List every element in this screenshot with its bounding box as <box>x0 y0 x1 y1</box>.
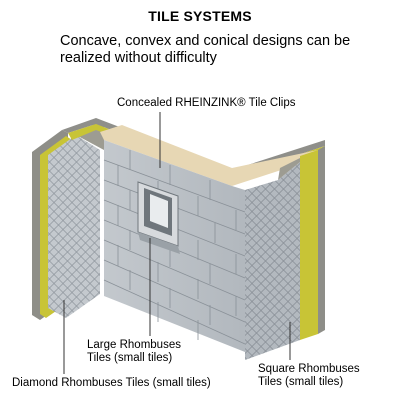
callout-leader-lines <box>63 112 291 374</box>
callout-square-line-1: Square Rhombuses <box>258 363 360 375</box>
top-insulation-band <box>62 118 325 186</box>
subtitle-line-2: realized without difficulty <box>60 50 217 66</box>
left-wall-diamond-tiles <box>48 135 100 318</box>
diagram-title: TILE SYSTEMS <box>148 8 252 24</box>
callout-large-line-1: Large Rhombuses <box>87 339 181 351</box>
callout-diamond-rhombuses: Diamond Rhombuses Tiles (small tiles) <box>12 377 211 389</box>
callout-large-line-2: Tiles (small tiles) <box>87 352 173 364</box>
right-wall-section <box>245 146 325 360</box>
subtitle-line-1: Concave, convex and conical designs can … <box>60 33 351 49</box>
callout-square-line-2: Tiles (small tiles) <box>258 376 344 388</box>
callout-square-rhombuses: Square Rhombuses Tiles (small tiles) <box>258 363 360 389</box>
left-wall-section <box>32 120 104 320</box>
right-wall-diamond-tiles <box>245 162 300 360</box>
diagram-subtitle: Concave, convex and conical designs can … <box>60 33 380 67</box>
right-wall-uncovered <box>278 158 300 180</box>
window-opening <box>137 181 180 254</box>
window-pane-highlight <box>150 194 168 228</box>
callout-tile-clips: Concealed RHEINZINK® Tile Clips <box>117 97 296 109</box>
callout-large-rhombuses: Large Rhombuses Tiles (small tiles) <box>87 339 181 365</box>
right-wall-concrete <box>318 146 325 334</box>
top-insulation-tan <box>100 125 318 186</box>
window-sill <box>138 232 180 254</box>
right-wall-insulation <box>300 150 318 340</box>
middle-wall-section <box>103 140 246 352</box>
